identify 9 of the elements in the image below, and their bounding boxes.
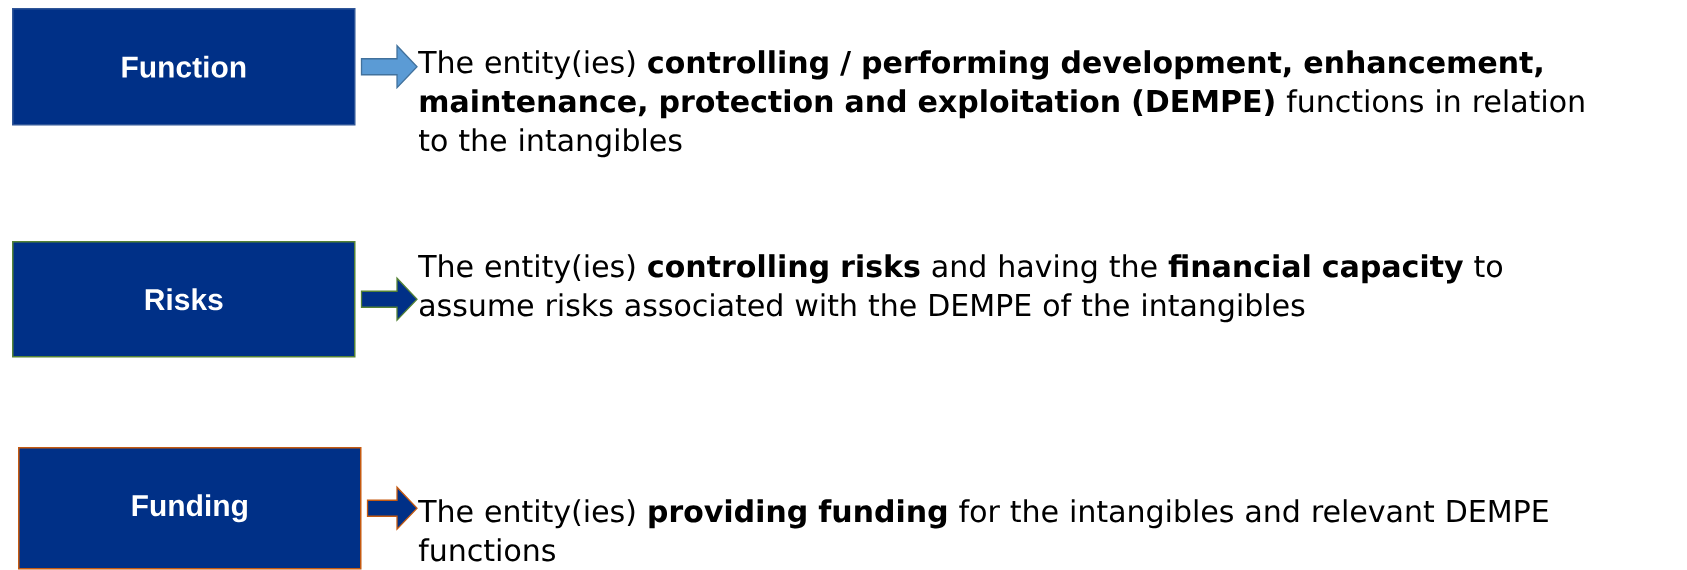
block-arrow <box>360 44 418 90</box>
description-text: The entity(ies) controlling risks and having the financial capacity to assume risks associated with the DEMPE of the intangibles <box>418 254 1502 323</box>
label-box: Risks <box>12 241 356 358</box>
block-arrow <box>360 276 418 322</box>
description-text: The entity(ies) providing funding for the intangibles and relevant DEMPE functions <box>418 499 1548 562</box>
description-text: The entity(ies) controlling / performing development, enhancement, maintenance, protection and exploitation (DEMPE) functions in relation to the intangibles <box>418 50 1584 158</box>
block-arrow <box>366 485 418 531</box>
label-box: Function <box>12 8 356 126</box>
label-box: Funding <box>18 447 362 570</box>
